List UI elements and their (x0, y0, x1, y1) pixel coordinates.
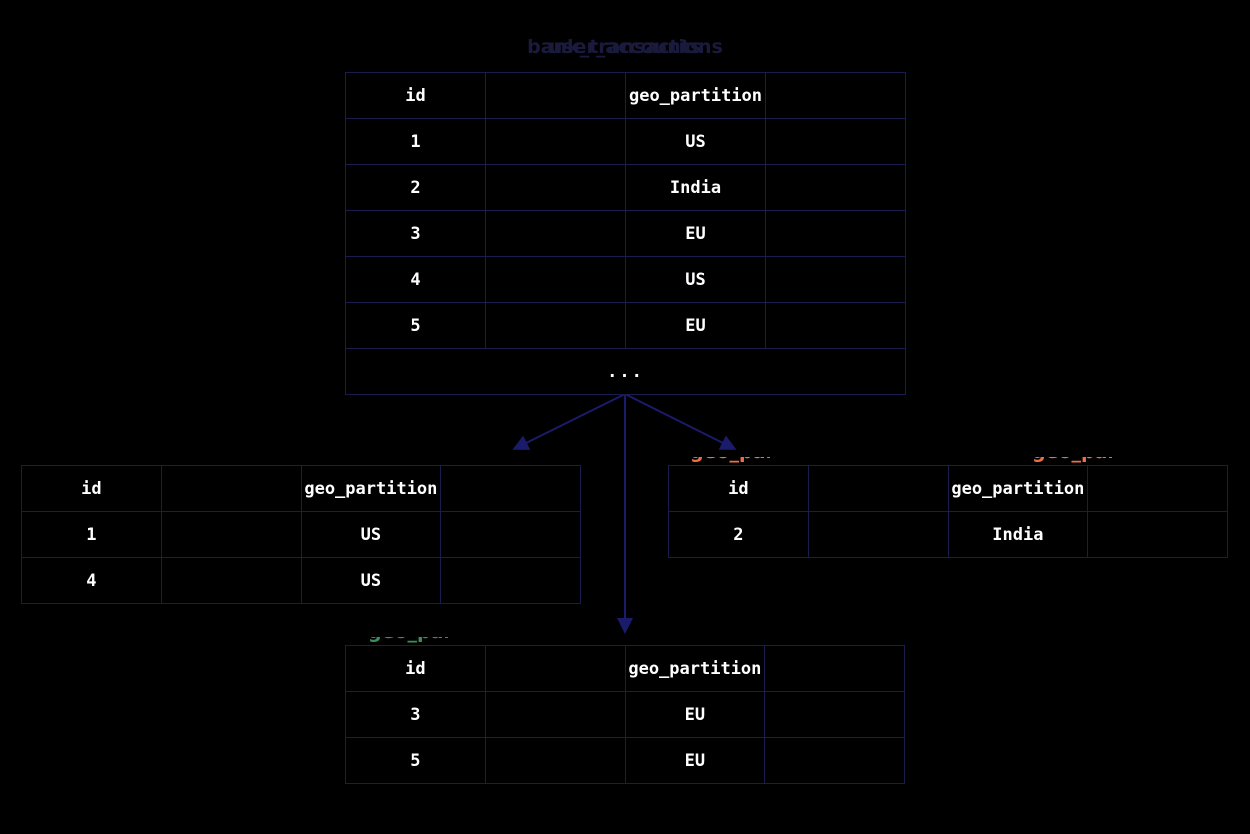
cell-geo-partition: US (300, 511, 442, 558)
cell-blank-1 (485, 256, 626, 303)
column-header-blank-2 (765, 72, 906, 119)
cell-blank-2 (440, 557, 581, 604)
cell-blank-1 (160, 557, 302, 604)
column-header-geo-partition: geo_partition (624, 645, 766, 692)
table-row[interactable]: 2 India (345, 164, 906, 211)
cell-id: 1 (21, 511, 162, 558)
table-row[interactable]: 3 EU (345, 210, 906, 257)
table-header-row: id geo_partition (345, 645, 905, 692)
table-row[interactable]: 5 EU (345, 737, 905, 784)
cell-geo-partition: India (625, 164, 766, 211)
cell-blank-2 (764, 737, 905, 784)
cell-blank-2 (765, 164, 906, 211)
table-partition-us[interactable]: id geo_partition 1 US 4 US (21, 465, 581, 604)
column-header-id: id (345, 645, 486, 692)
cell-id: 3 (345, 691, 486, 738)
table-row[interactable]: 5 EU (345, 302, 906, 349)
table-header-row: id geo_partition (345, 72, 906, 119)
cell-blank-2 (764, 691, 905, 738)
column-header-blank-2 (1087, 465, 1228, 512)
column-header-geo-partition: geo_partition (625, 72, 766, 119)
edge-main-to-india (624, 393, 737, 450)
cell-geo-partition: EU (624, 737, 766, 784)
table-row[interactable]: 3 EU (345, 691, 905, 738)
table-header-row: id geo_partition (21, 465, 581, 512)
table-row[interactable]: 2 India (668, 511, 1228, 558)
cell-id: 1 (345, 118, 486, 165)
column-header-blank-2 (440, 465, 581, 512)
cell-id: 3 (345, 210, 486, 257)
ghost-label-india-right: geo_partition (1032, 457, 1112, 465)
column-header-id: id (668, 465, 809, 512)
cell-id: 4 (21, 557, 162, 604)
cell-blank-1 (485, 302, 626, 349)
cell-blank-2 (440, 511, 581, 558)
table-row[interactable]: 4 US (21, 557, 581, 604)
cell-geo-partition: US (625, 118, 766, 165)
table-header-row: id geo_partition (668, 465, 1228, 512)
cell-blank-1 (484, 737, 626, 784)
cell-geo-partition: India (947, 511, 1089, 558)
edge-main-to-us (512, 393, 626, 450)
column-header-blank-2 (764, 645, 905, 692)
cell-blank-1 (807, 511, 949, 558)
cell-id: 2 (668, 511, 809, 558)
table-row[interactable]: 1 US (21, 511, 581, 558)
cell-id: 5 (345, 302, 486, 349)
ghost-label-india-left: geo_partition (690, 457, 770, 465)
column-header-blank-1 (807, 465, 949, 512)
column-header-id: id (345, 72, 486, 119)
cell-blank-2 (765, 210, 906, 257)
table-bank-transactions[interactable]: id geo_partition 1 US 2 India 3 (345, 72, 906, 395)
table-partition-eu[interactable]: id geo_partition 3 EU 5 EU (345, 645, 905, 784)
cell-id: 2 (345, 164, 486, 211)
cell-blank-1 (484, 691, 626, 738)
column-header-id: id (21, 465, 162, 512)
cell-geo-partition: US (300, 557, 442, 604)
table-footer-row: ... (345, 348, 906, 395)
cell-geo-partition: US (625, 256, 766, 303)
column-header-blank-1 (485, 72, 626, 119)
cell-blank-1 (485, 210, 626, 257)
ghost-label-eu-left: geo_partition (368, 637, 448, 645)
column-header-geo-partition: geo_partition (300, 465, 442, 512)
cell-blank-2 (1087, 511, 1228, 558)
cell-blank-1 (160, 511, 302, 558)
table-row[interactable]: 4 US (345, 256, 906, 303)
cell-blank-1 (485, 118, 626, 165)
cell-id: 5 (345, 737, 486, 784)
table-partition-india[interactable]: id geo_partition 2 India (668, 465, 1228, 558)
cell-blank-2 (765, 118, 906, 165)
column-header-blank-1 (160, 465, 302, 512)
column-header-blank-1 (484, 645, 626, 692)
cell-geo-partition: EU (625, 302, 766, 349)
cell-id: 4 (345, 256, 486, 303)
table-row[interactable]: 1 US (345, 118, 906, 165)
table-overflow-ellipsis: ... (345, 348, 906, 395)
cell-blank-2 (765, 256, 906, 303)
cell-blank-1 (485, 164, 626, 211)
column-header-geo-partition: geo_partition (947, 465, 1089, 512)
cell-geo-partition: EU (625, 210, 766, 257)
cell-geo-partition: EU (624, 691, 766, 738)
cell-blank-2 (765, 302, 906, 349)
